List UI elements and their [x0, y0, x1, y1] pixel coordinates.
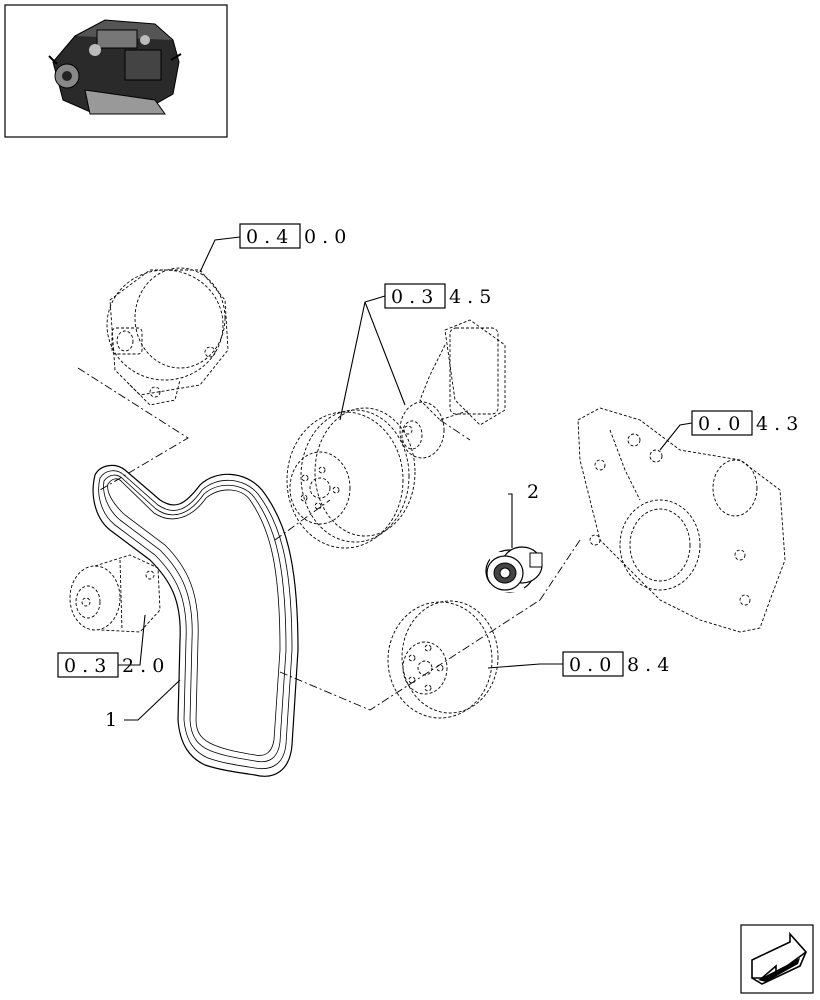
tensioner-part[interactable]	[69, 554, 161, 633]
idler-pulley-part[interactable]	[485, 546, 543, 593]
leader-lines	[118, 236, 693, 721]
ref-crank-pulley-rest: 8 . 4	[627, 654, 669, 676]
alternator-part[interactable]	[106, 267, 229, 406]
ref-timing-cover[interactable]: 0 . 0 4 . 3	[691, 410, 798, 436]
ref-timing-cover-boxed: 0 . 0	[698, 413, 740, 435]
timing-cover-part[interactable]	[577, 407, 786, 633]
ref-water-pump[interactable]: 0 . 3 4 . 5	[384, 283, 491, 309]
crank-pulley-part[interactable]	[387, 600, 499, 719]
water-pump-part[interactable]	[399, 319, 506, 459]
fan-pulley-part[interactable]	[286, 407, 416, 549]
part-number-belt: 1	[105, 709, 117, 731]
ref-tensioner[interactable]: 0 . 3 2 . 0	[57, 652, 164, 678]
belt-part[interactable]	[92, 464, 299, 777]
next-page-arrow-icon[interactable]	[740, 924, 814, 994]
ref-timing-cover-rest: 4 . 3	[756, 413, 798, 435]
ref-tensioner-boxed: 0 . 3	[64, 655, 106, 677]
ref-water-pump-boxed: 0 . 3	[391, 286, 433, 308]
ref-crank-pulley[interactable]: 0 . 0 8 . 4	[562, 651, 669, 677]
engine-thumbnail-icon[interactable]	[4, 4, 228, 138]
ref-alternator-rest: 0 . 0	[304, 226, 346, 248]
ref-tensioner-rest: 2 . 0	[122, 655, 164, 677]
ref-alternator-boxed: 0 . 4	[246, 226, 288, 248]
ref-crank-pulley-boxed: 0 . 0	[569, 654, 611, 676]
part-number-idler: 2	[527, 481, 539, 503]
ref-water-pump-rest: 4 . 5	[449, 286, 491, 308]
ref-alternator[interactable]: 0 . 4 0 . 0	[239, 223, 346, 249]
